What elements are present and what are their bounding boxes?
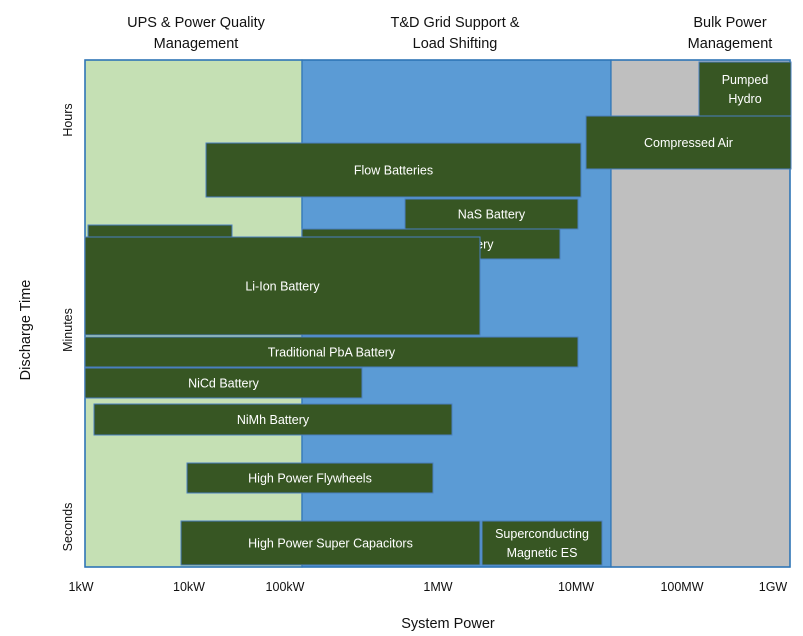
x-tick-100kw: 100kW bbox=[266, 580, 305, 594]
bar-label-traditional-pba-battery: Traditional PbA Battery bbox=[268, 346, 396, 360]
bar-flow-batteries: Flow Batteries bbox=[205, 142, 582, 198]
x-tick-1kw: 1kW bbox=[69, 580, 94, 594]
x-tick-10kw: 10kW bbox=[173, 580, 205, 594]
bar-label-high-power-super-capacitors: High Power Super Capacitors bbox=[248, 537, 413, 551]
bar-nicd-battery: NiCd Battery bbox=[84, 367, 363, 399]
x-tick-layer: 1kW 10kW 100kW 1MW 10MW 100MW 1GW bbox=[69, 580, 788, 594]
bar-li-ion-battery: Li-Ion Battery bbox=[84, 236, 481, 336]
bar-high-power-super-capacitors: High Power Super Capacitors bbox=[180, 520, 481, 566]
bar-rect-high-power-super-capacitors bbox=[180, 520, 481, 566]
bar-rect-superconducting-magnetic-es bbox=[481, 520, 603, 566]
bar-nimh-battery: NiMh Battery bbox=[93, 403, 453, 436]
bar-label-high-power-flywheels: High Power Flywheels bbox=[248, 472, 372, 486]
bar-rect-high-power-flywheels bbox=[186, 462, 434, 494]
bar-label-li-ion-battery: Li-Ion Battery bbox=[245, 280, 320, 294]
bar-label-nicd-battery: NiCd Battery bbox=[188, 377, 260, 391]
bar-rect-traditional-pba-battery bbox=[84, 336, 579, 368]
x-tick-1gw: 1GW bbox=[759, 580, 788, 594]
y-tick-minutes: Minutes bbox=[61, 308, 75, 352]
y-tick-seconds: Seconds bbox=[61, 503, 75, 552]
x-axis-title: System Power bbox=[401, 616, 495, 632]
x-tick-10mw: 10MW bbox=[558, 580, 594, 594]
bar-label-compressed-air: Compressed Air bbox=[644, 136, 733, 150]
bar-traditional-pba-battery: Traditional PbA Battery bbox=[84, 336, 579, 368]
bar-rect-pumped-hydro bbox=[698, 61, 792, 117]
bar-compressed-air: Compressed Air bbox=[585, 115, 792, 170]
bar-rect-li-ion-battery bbox=[84, 236, 481, 336]
bar-label-flow-batteries: Flow Batteries bbox=[354, 164, 433, 178]
x-tick-100mw: 100MW bbox=[660, 580, 703, 594]
y-tick-hours: Hours bbox=[61, 103, 75, 136]
bar-label-nimh-battery: NiMh Battery bbox=[237, 413, 310, 427]
y-axis-title: Discharge Time bbox=[18, 280, 34, 381]
bar-rect-nas-battery bbox=[404, 198, 579, 230]
bar-rect-flow-batteries bbox=[205, 142, 582, 198]
bar-rect-nicd-battery bbox=[84, 367, 363, 399]
bar-label-nas-battery: NaS Battery bbox=[458, 208, 526, 222]
bar-high-power-flywheels: High Power Flywheels bbox=[186, 462, 434, 494]
band-title-tandd-grid-support-and-load-shifting: T&D Grid Support &Load Shifting bbox=[391, 15, 520, 52]
x-tick-1mw: 1MW bbox=[423, 580, 452, 594]
bar-nas-battery: NaS Battery bbox=[404, 198, 579, 230]
bar-rect-nimh-battery bbox=[93, 403, 453, 436]
bar-rect-compressed-air bbox=[585, 115, 792, 170]
